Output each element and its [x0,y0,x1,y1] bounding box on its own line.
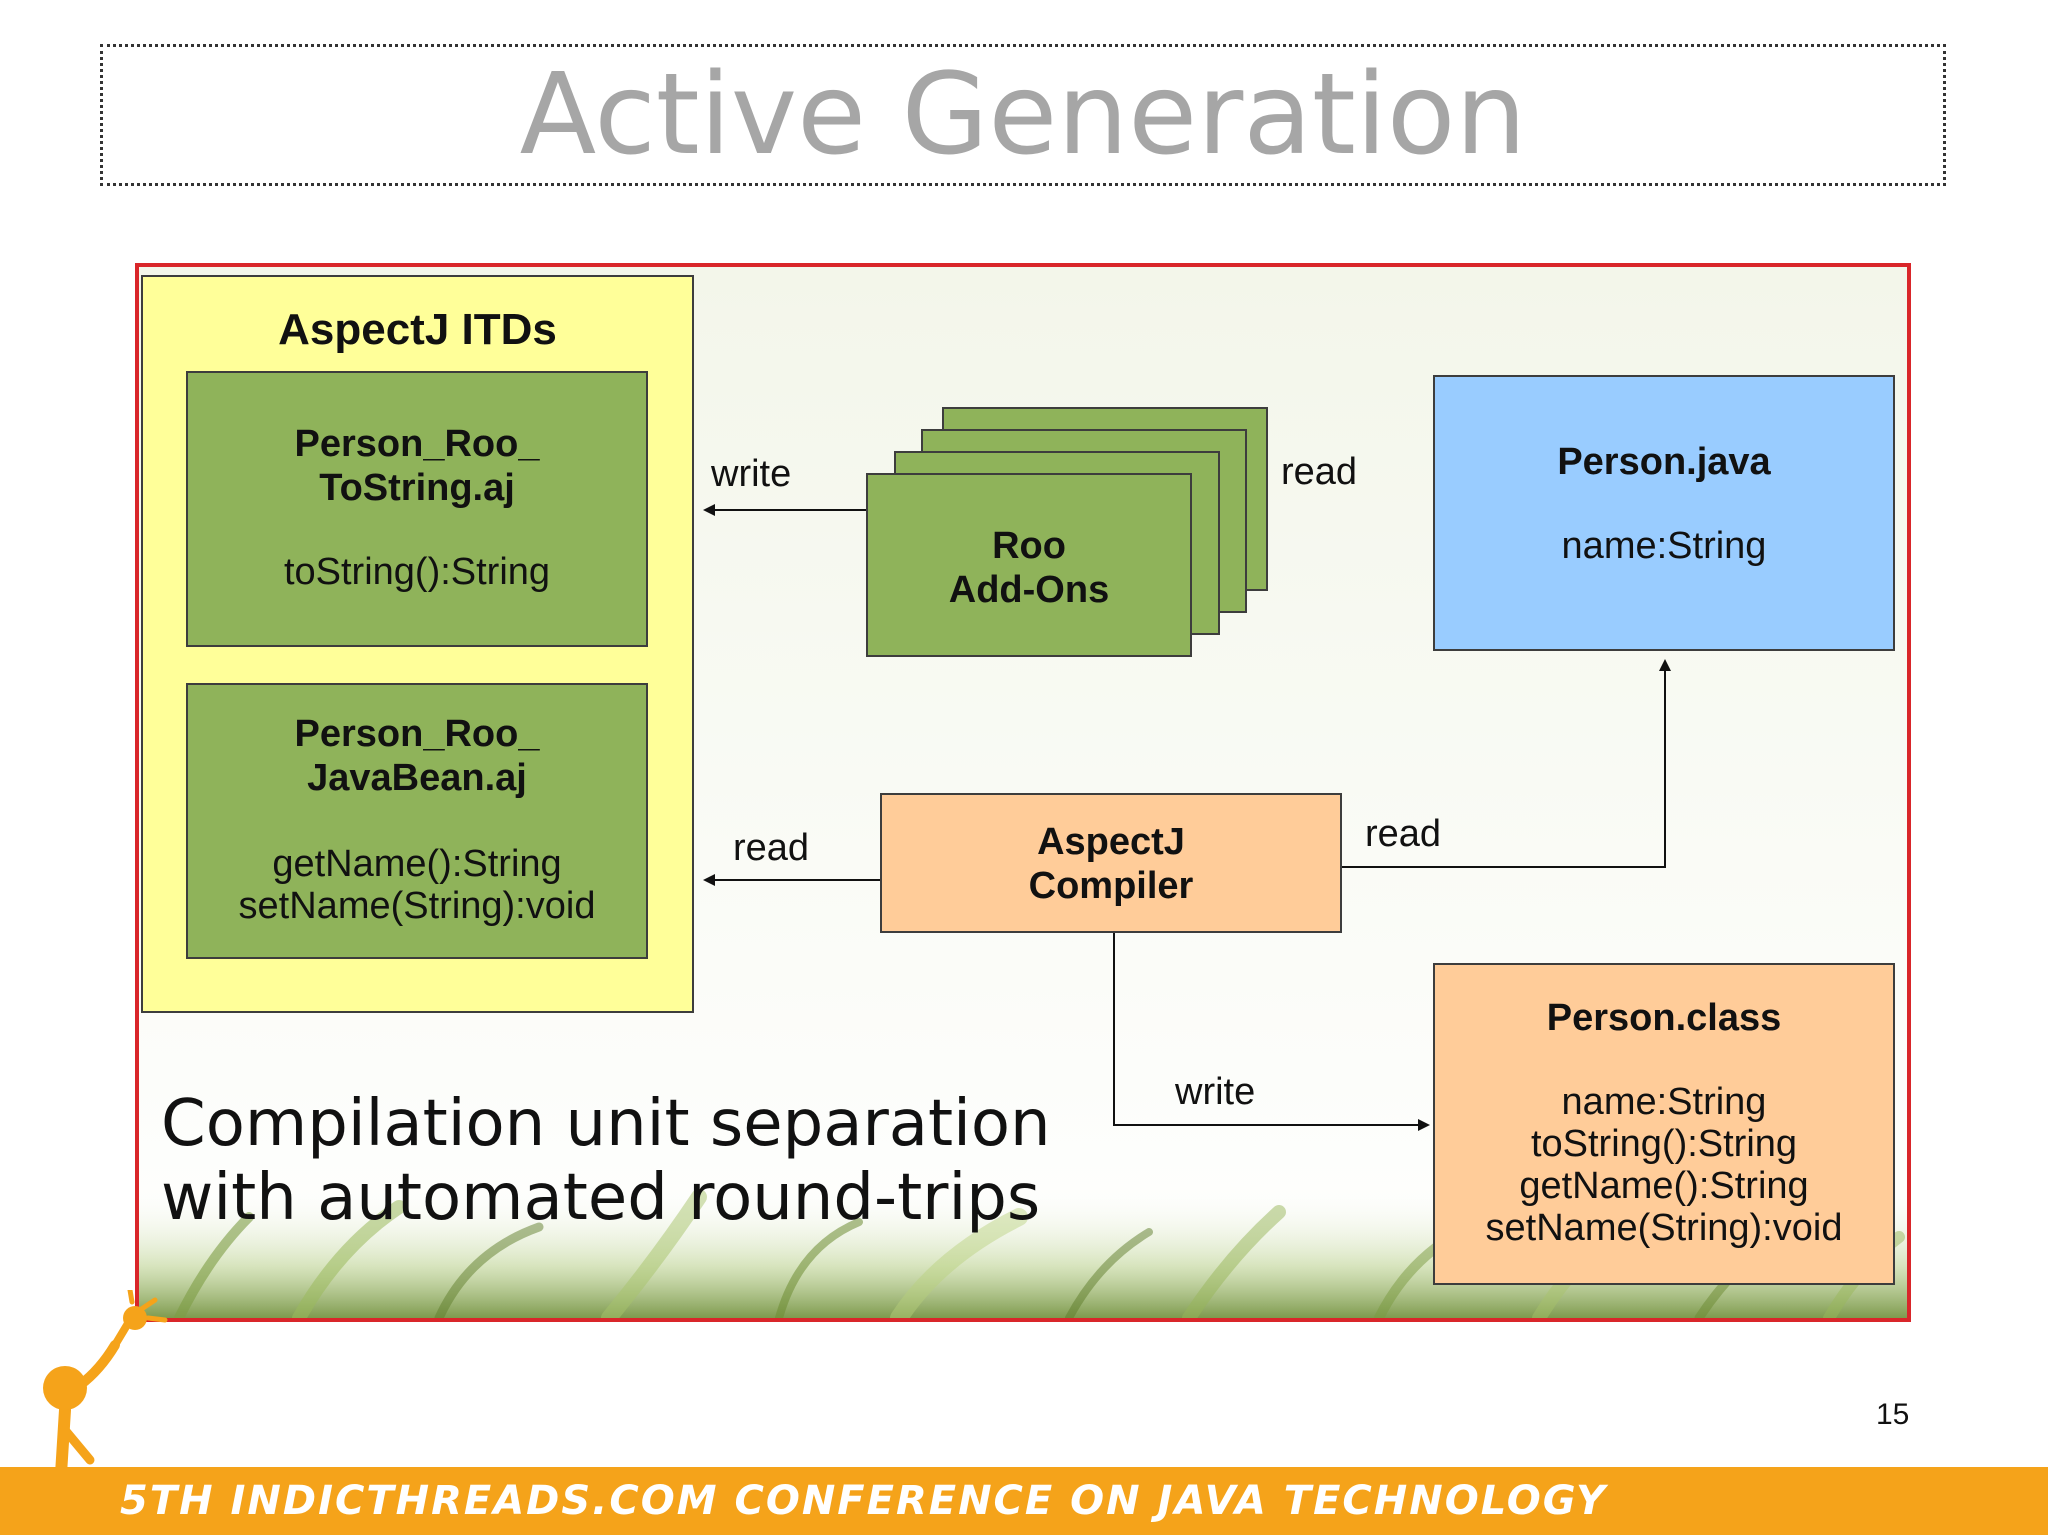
addons-line2: Add-Ons [948,569,1110,611]
caption-line1: Compilation unit separation [161,1087,1051,1161]
arrow-compiler-write-class [1113,931,1430,1131]
page-number: 15 [1876,1398,1910,1431]
itd-tostring-name-line1: Person_Roo_ [294,423,540,465]
itd-javabean-member1: getName():String [272,843,562,885]
itd-javabean-box: Person_Roo_ JavaBean.aj getName():String… [186,683,648,959]
footer-conference-text: 5TH INDICTHREADS.COM CONFERENCE ON JAVA … [120,1478,1607,1524]
addons-line1: Roo [992,525,1066,567]
label-compiler-read-java: read [1365,813,1442,855]
slide-title: Active Generation [519,50,1527,180]
compiler-line2: Compiler [1028,865,1194,907]
person-class-member-3: getName():String [1519,1165,1809,1207]
itd-tostring-box: Person_Roo_ ToString.aj toString():Strin… [186,371,648,647]
person-class-member-1: name:String [1561,1081,1767,1123]
person-class-member-2: toString():String [1530,1123,1798,1165]
person-class-box: Person.class name:String toString():Stri… [1433,963,1895,1285]
person-java-box: Person.java name:String [1433,375,1895,651]
itd-javabean-name-line2: JavaBean.aj [307,757,527,799]
person-class-member-4: setName(String):void [1485,1207,1843,1249]
roo-addons-box: Roo Add-Ons [866,473,1192,657]
label-addons-write: write [711,453,792,495]
footer-bar [0,1467,2048,1535]
person-java-name: Person.java [1557,441,1771,483]
label-compiler-read-itds: read [733,827,810,869]
person-class-name: Person.class [1546,997,1782,1039]
itd-javabean-member2: setName(String):void [238,885,596,927]
label-compiler-write-class: write [1175,1071,1256,1113]
aspectj-itds-panel: AspectJ ITDs Person_Roo_ ToString.aj toS… [141,275,694,1013]
title-frame [100,44,1946,186]
compiler-line1: AspectJ [1037,821,1185,863]
label-addons-read: read [1281,451,1358,493]
itd-tostring-name-line2: ToString.aj [319,467,515,509]
aspectj-compiler-box: AspectJ Compiler [880,793,1342,933]
person-java-member: name:String [1561,525,1767,567]
itd-tostring-member: toString():String [283,551,551,593]
itd-javabean-name-line1: Person_Roo_ [294,713,540,755]
diagram-frame: AspectJ ITDs Person_Roo_ ToString.aj toS… [135,263,1911,1322]
arrow-compiler-read-java [1340,659,1671,868]
caption-line2: with automated round-trips [161,1161,1041,1235]
itds-panel-title: AspectJ ITDs [278,305,557,354]
